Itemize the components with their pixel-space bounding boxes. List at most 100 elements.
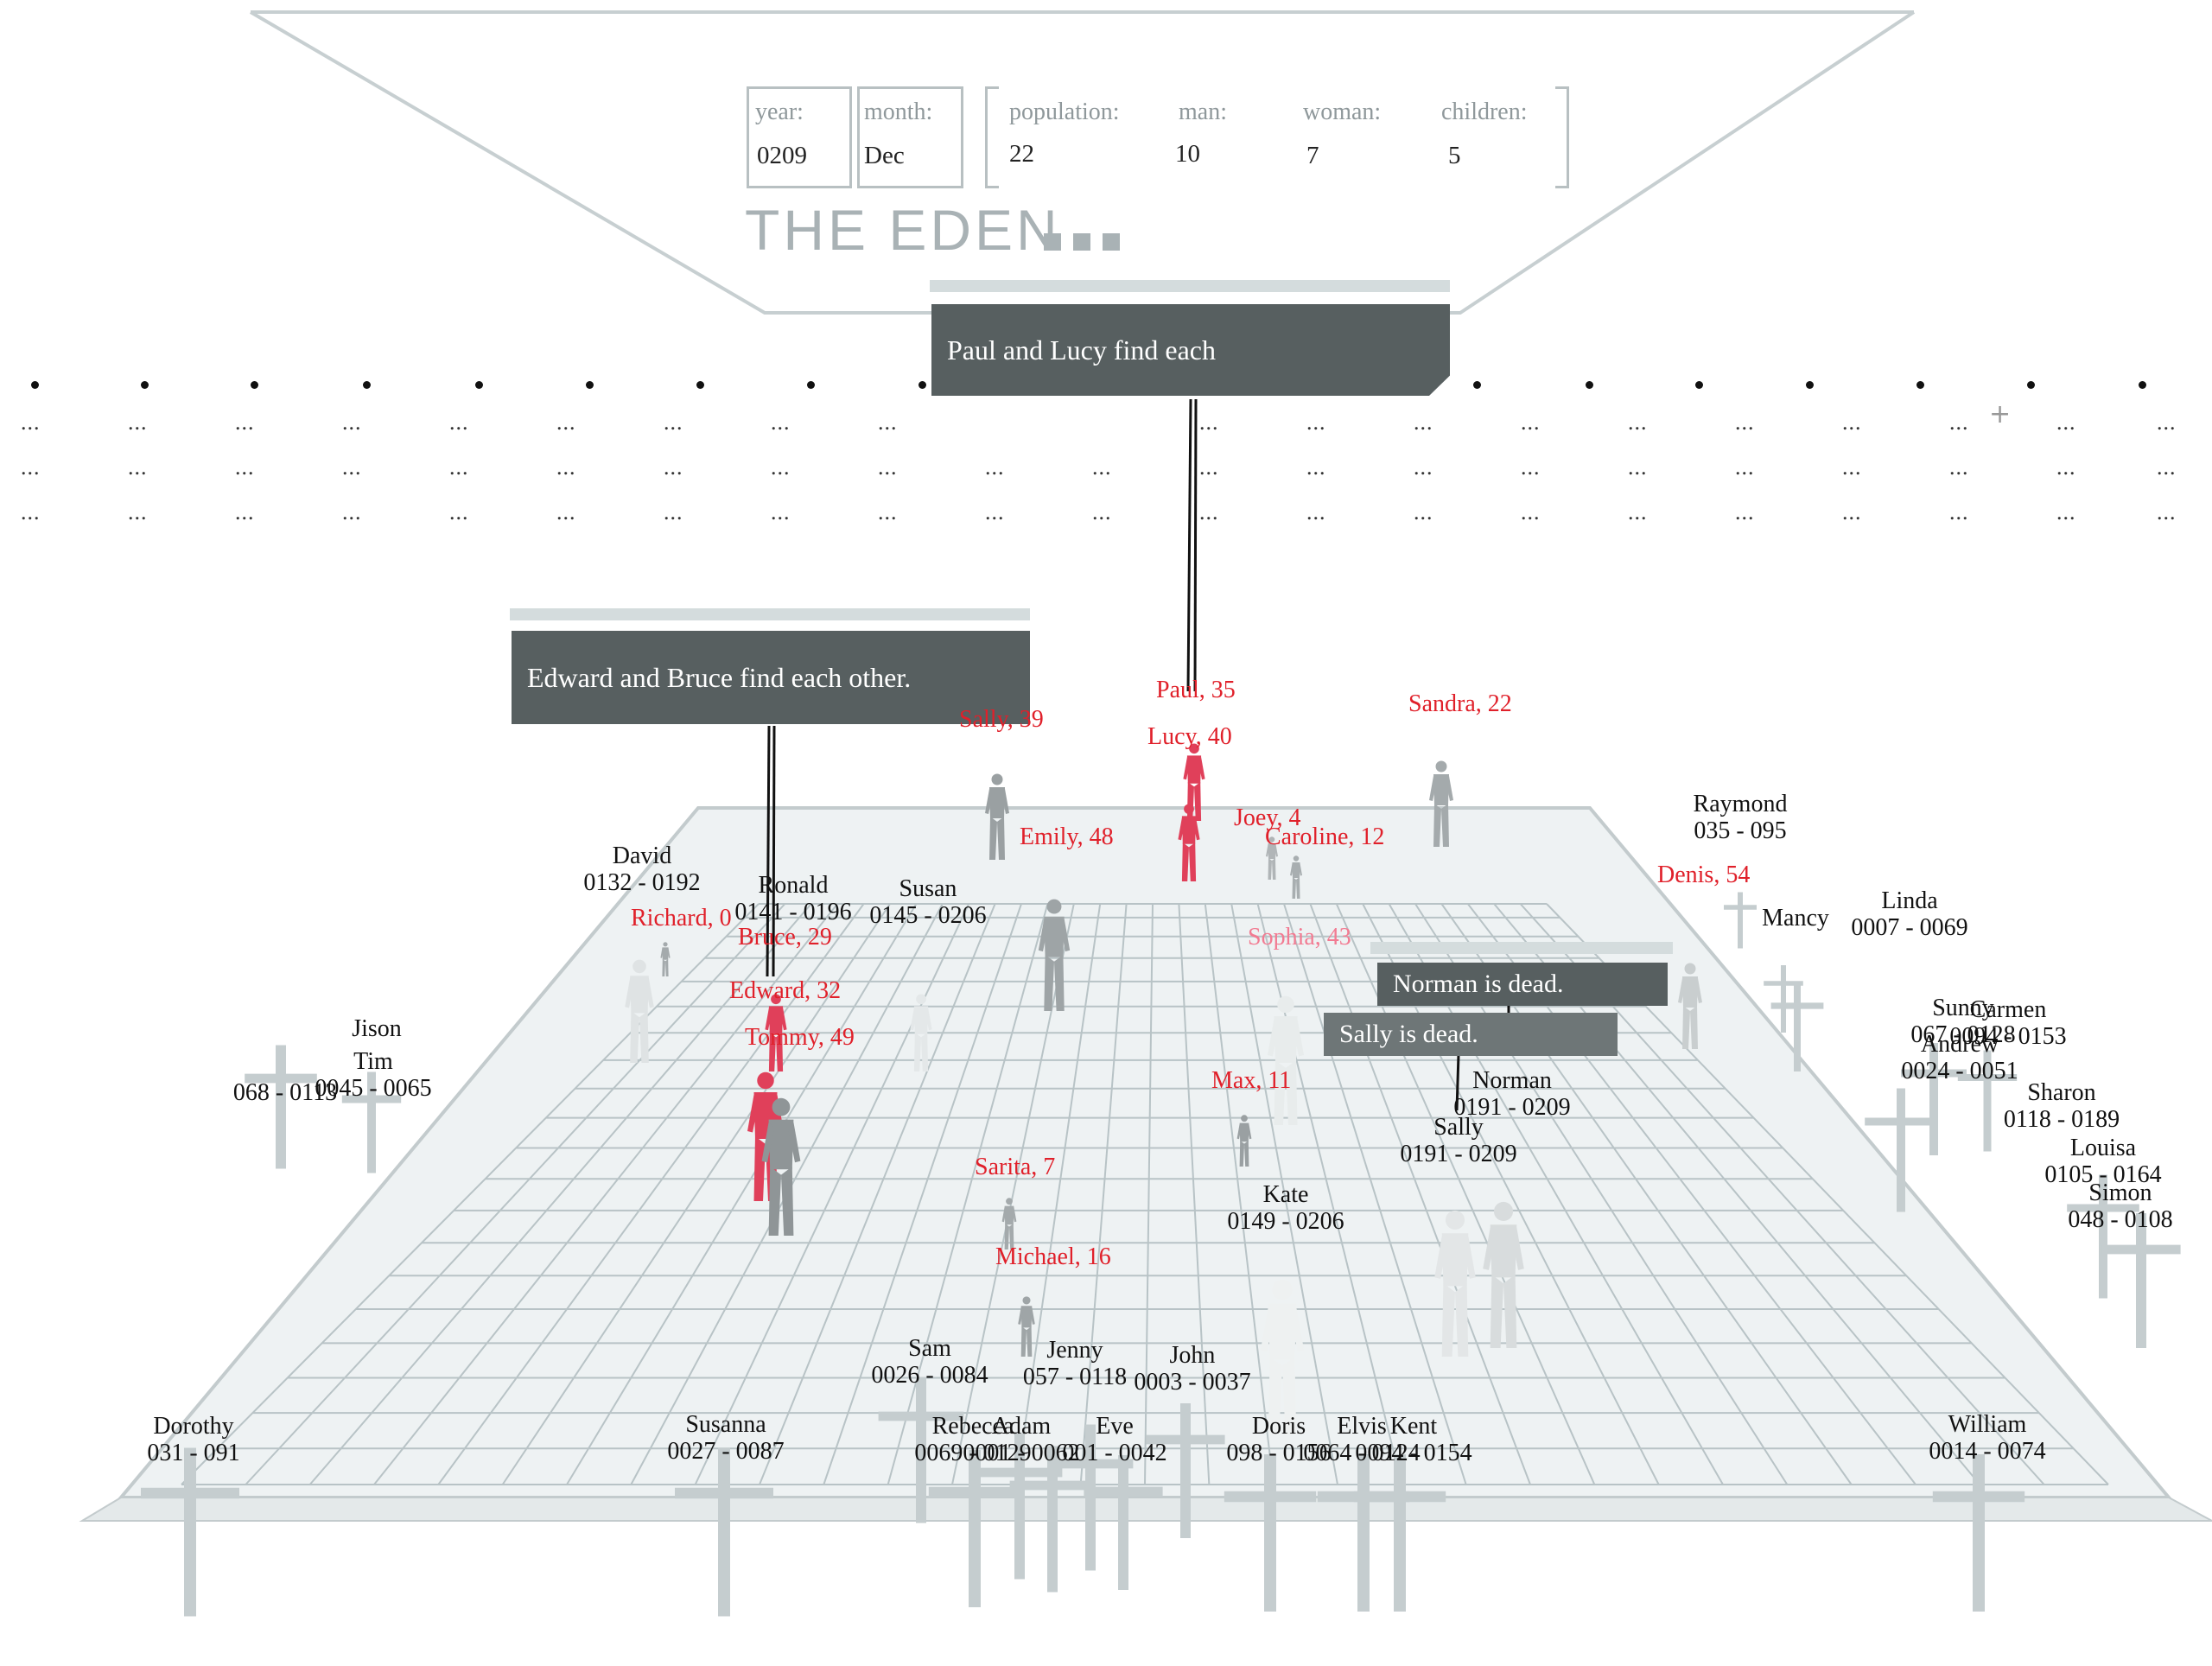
grid-line	[1178, 903, 1211, 1485]
grave-years: 0024 - 0051	[1901, 1057, 2018, 1084]
timeline-dot	[1806, 381, 1814, 389]
grave-cross-icon	[1957, 1050, 2018, 1152]
grave-years: 0094 - 0154	[1355, 1439, 1472, 1466]
timeline-ellipsis: ...	[449, 410, 469, 435]
person-label: Denis, 54	[1657, 862, 1751, 888]
timeline-dot	[807, 381, 815, 389]
timeline-ellipsis: ...	[1414, 455, 1433, 480]
grave-crosses	[141, 892, 2181, 1617]
grid-line	[887, 903, 1049, 1485]
population-value: 22	[1009, 140, 1034, 168]
grave-name: Sam	[908, 1335, 951, 1362]
person-figure	[1183, 743, 1205, 821]
man-value: 10	[1175, 140, 1200, 168]
page-title: THE EDEN	[745, 198, 1061, 262]
grid-line	[437, 903, 865, 1485]
grid-line	[1015, 903, 1102, 1485]
event-callout: Norman is dead.	[1377, 963, 1668, 1006]
person-figure	[660, 942, 671, 976]
grave-years: 0149 - 0206	[1227, 1207, 1344, 1235]
timeline-ellipsis: ...	[1735, 410, 1755, 435]
timeline-ellipsis: ...	[1521, 499, 1541, 525]
timeline-ellipsis: ...	[449, 499, 469, 525]
grid-line	[373, 903, 838, 1485]
person-label: Edward, 32	[729, 977, 842, 1004]
timeline-ellipsis: ...	[1628, 410, 1648, 435]
grid-line	[1079, 903, 1128, 1485]
event-callout-bar	[510, 608, 1030, 620]
population-label: population:	[1009, 99, 1120, 125]
grave-name: Louisa	[2069, 1135, 2137, 1161]
grave-cross-icon	[1353, 1454, 1446, 1612]
person-figure	[910, 994, 932, 1071]
grid-line	[1144, 903, 1154, 1485]
grave-years: 001 - 0042	[1062, 1439, 1167, 1466]
grave-name: David	[612, 843, 672, 869]
grid-line	[1230, 903, 1338, 1485]
person-label: Sarita, 7	[975, 1154, 1056, 1180]
timeline-ellipsis: ...	[1092, 455, 1112, 480]
person-figure	[1290, 855, 1302, 899]
grave-cross-icon	[245, 1045, 317, 1169]
people-figures	[625, 743, 1702, 1434]
timeline-ellipsis: ...	[1521, 410, 1541, 435]
timeline-ellipsis: ...	[128, 410, 148, 435]
grave-name: John	[1169, 1342, 1216, 1369]
person-figure	[761, 1097, 801, 1236]
grave-cross-icon	[2101, 1213, 2181, 1348]
grid-line	[1204, 903, 1274, 1485]
grave-name: Carmen	[1969, 996, 2047, 1023]
grave-name: Doris	[1251, 1413, 1306, 1440]
timeline-dot	[251, 381, 258, 389]
grave-years: 0118 - 0189	[2003, 1105, 2120, 1133]
timeline-ellipsis: ...	[1842, 410, 1862, 435]
woman-value: 7	[1306, 142, 1319, 169]
timeline-ellipsis: ...	[1949, 455, 1969, 480]
person-label: Joey, 4	[1234, 804, 1301, 831]
event-callout: Paul and Lucy find each	[931, 304, 1450, 396]
grave-years: 0064 - 0124	[1303, 1439, 1421, 1466]
grave-years: 068 - 0113	[232, 1079, 338, 1106]
timeline-ellipsis: ...	[1199, 410, 1219, 435]
timeline-dot	[2027, 381, 2035, 389]
timeline-ellipsis: ...	[2056, 499, 2076, 525]
timeline-ellipsis: ...	[128, 455, 148, 480]
grave-name: Sally	[1433, 1114, 1484, 1141]
timeline-ellipsis: ...	[1949, 410, 1969, 435]
timeline-dot	[1586, 381, 1593, 389]
grave-years: 067 - 0128	[1910, 1021, 2016, 1048]
grave-years: 0027 - 0087	[667, 1437, 785, 1465]
timeline-ellipsis: ...	[664, 499, 683, 525]
person-label: Richard, 0	[631, 905, 732, 932]
timeline-ellipsis: ...	[21, 455, 41, 480]
grave-cross-icon	[1146, 1403, 1225, 1538]
timeline-ellipsis: ...	[21, 410, 41, 435]
grave-cross-icon	[1724, 892, 1757, 949]
timeline-ellipsis: ...	[342, 499, 362, 525]
timeline-ellipsis: ...	[878, 455, 898, 480]
timeline-ellipsis: ...	[21, 499, 41, 525]
grave-label: Jison	[352, 1015, 402, 1043]
timeline-ellipsis: ...	[342, 410, 362, 435]
grave-years: 0007 - 0069	[1851, 913, 1968, 941]
month-value: Dec	[864, 142, 905, 169]
person-figure	[1483, 1201, 1524, 1348]
grave-name: Elvis	[1337, 1413, 1387, 1440]
grave-name: Raymond	[1693, 791, 1788, 817]
grid-line	[1309, 903, 1531, 1485]
person-label: Tommy, 49	[745, 1024, 855, 1051]
children-label: children:	[1441, 99, 1528, 125]
timeline-ellipsis: ...	[342, 455, 362, 480]
timeline-ellipsis: ...	[1306, 499, 1326, 525]
